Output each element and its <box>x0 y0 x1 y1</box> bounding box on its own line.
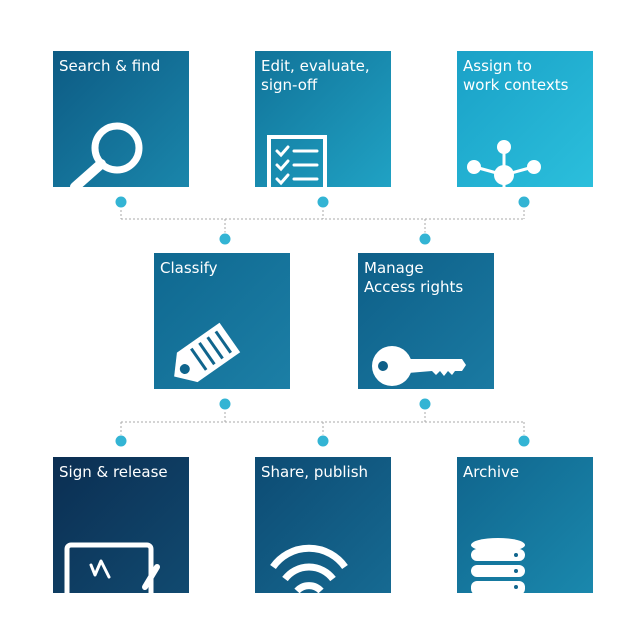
checklist-icon <box>267 135 327 187</box>
key-icon <box>372 346 466 386</box>
tile-archive[interactable]: Archive <box>457 457 593 593</box>
tile-label: Manage Access rights <box>364 259 464 296</box>
magnifier-icon <box>70 122 143 187</box>
connector-node <box>114 195 128 209</box>
tile-search-find[interactable]: Search & find <box>53 51 189 187</box>
connector-node <box>316 434 330 448</box>
connector-node <box>114 434 128 448</box>
connector-node <box>218 397 232 411</box>
database-icon <box>471 538 525 593</box>
network-hub-icon <box>467 140 541 187</box>
tile-label: Assign to work contexts <box>463 57 569 94</box>
tile-assign-contexts[interactable]: Assign to work contexts <box>457 51 593 187</box>
connector-node <box>218 232 232 246</box>
tile-label: Classify <box>160 259 218 277</box>
tile-classify[interactable]: Classify <box>154 253 290 389</box>
tile-label: Edit, evaluate, sign-off <box>261 57 370 94</box>
connector-node <box>517 195 531 209</box>
connector-node <box>418 232 432 246</box>
connector-node <box>316 195 330 209</box>
tile-access-rights[interactable]: Manage Access rights <box>358 253 494 389</box>
tag-icon <box>174 322 241 383</box>
signature-tablet-icon <box>64 542 160 593</box>
tile-label: Sign & release <box>59 463 168 481</box>
connector-node <box>517 434 531 448</box>
tile-label: Search & find <box>59 57 161 75</box>
wifi-icon <box>270 544 348 593</box>
tile-sign-release[interactable]: Sign & release <box>53 457 189 593</box>
tile-share-publish[interactable]: Share, publish <box>255 457 391 593</box>
tile-edit-evaluate[interactable]: Edit, evaluate, sign-off <box>255 51 391 187</box>
tile-label: Share, publish <box>261 463 369 481</box>
tile-label: Archive <box>463 463 520 481</box>
connector-node <box>418 397 432 411</box>
